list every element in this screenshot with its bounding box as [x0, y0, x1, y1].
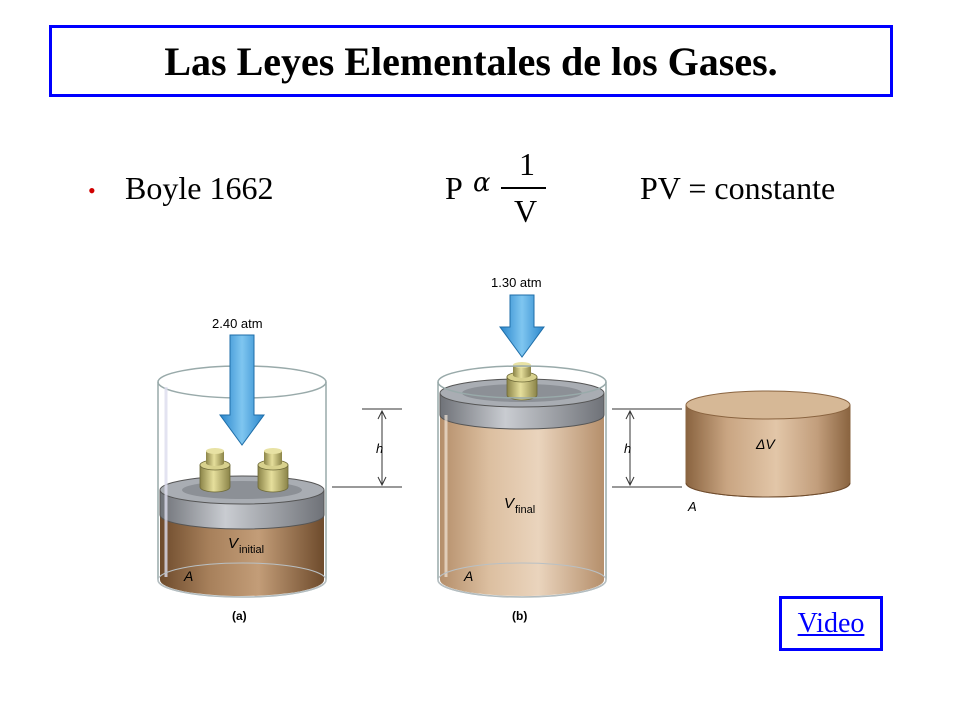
cylinder-b	[437, 294, 607, 598]
caption-a: (a)	[232, 609, 247, 623]
caption-b: (b)	[512, 609, 527, 623]
proportional-symbol: α	[473, 168, 491, 198]
v-final-base: V	[504, 495, 516, 512]
arrow-a	[219, 334, 265, 446]
slide-title: Las Leyes Elementales de los Gases.	[164, 38, 778, 84]
fraction-bar	[501, 187, 546, 189]
bullet-text: Boyle 1662	[125, 170, 274, 206]
height-marker-b	[612, 408, 682, 488]
delta-v-volume	[685, 390, 851, 498]
video-link-box[interactable]: Video	[779, 596, 883, 651]
pv-relation: PV = constante	[640, 170, 836, 206]
v-final-sub: final	[515, 504, 535, 516]
formula-p: P	[445, 170, 463, 206]
formula-numerator: 1	[519, 146, 535, 182]
title-box: Las Leyes Elementales de los Gases.	[49, 25, 893, 97]
arrow-b	[499, 294, 545, 358]
weight-left	[199, 448, 231, 493]
area-label-a: A	[183, 568, 193, 584]
area-label-b: A	[463, 568, 473, 584]
delta-v-label: ΔV	[755, 436, 776, 452]
area-label-c: A	[687, 499, 697, 514]
v-initial-base: V	[228, 535, 240, 552]
cylinder-a	[157, 334, 327, 598]
video-link[interactable]: Video	[797, 607, 865, 639]
formula-denominator: V	[514, 193, 538, 229]
pressure-label-a: 2.40 atm	[212, 316, 263, 331]
height-label-b: h	[624, 441, 631, 456]
weight-b	[506, 362, 538, 401]
proportionality-formula: P α 1 V	[445, 146, 555, 236]
bullet-marker: •	[88, 178, 96, 203]
weight-right	[257, 448, 289, 493]
pressure-label-b: 1.30 atm	[491, 275, 542, 290]
height-marker-a	[332, 408, 402, 488]
boyle-figure: 2.40 atm V initial A (a) h 1.30 atm V fi…	[157, 275, 851, 623]
height-label-a: h	[376, 441, 383, 456]
v-initial-sub: initial	[239, 544, 264, 556]
